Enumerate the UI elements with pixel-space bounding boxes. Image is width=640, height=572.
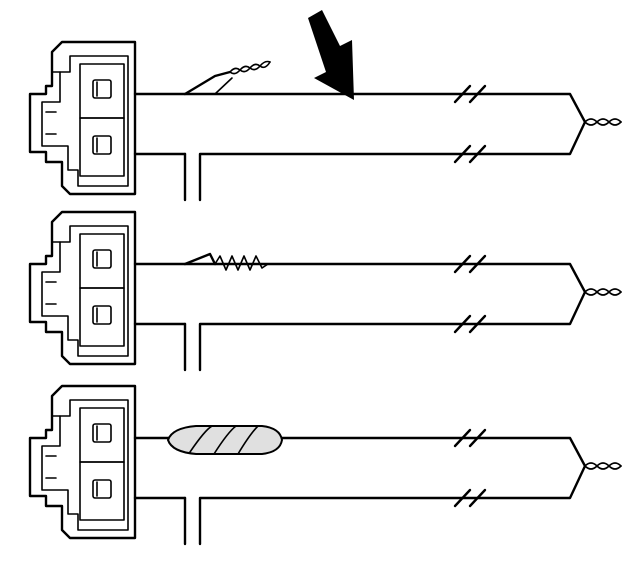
panel-step-1 <box>28 40 623 202</box>
panel-step-2 <box>28 210 623 372</box>
panel-step-3 <box>28 384 623 546</box>
pointer-arrow-icon <box>308 10 354 100</box>
